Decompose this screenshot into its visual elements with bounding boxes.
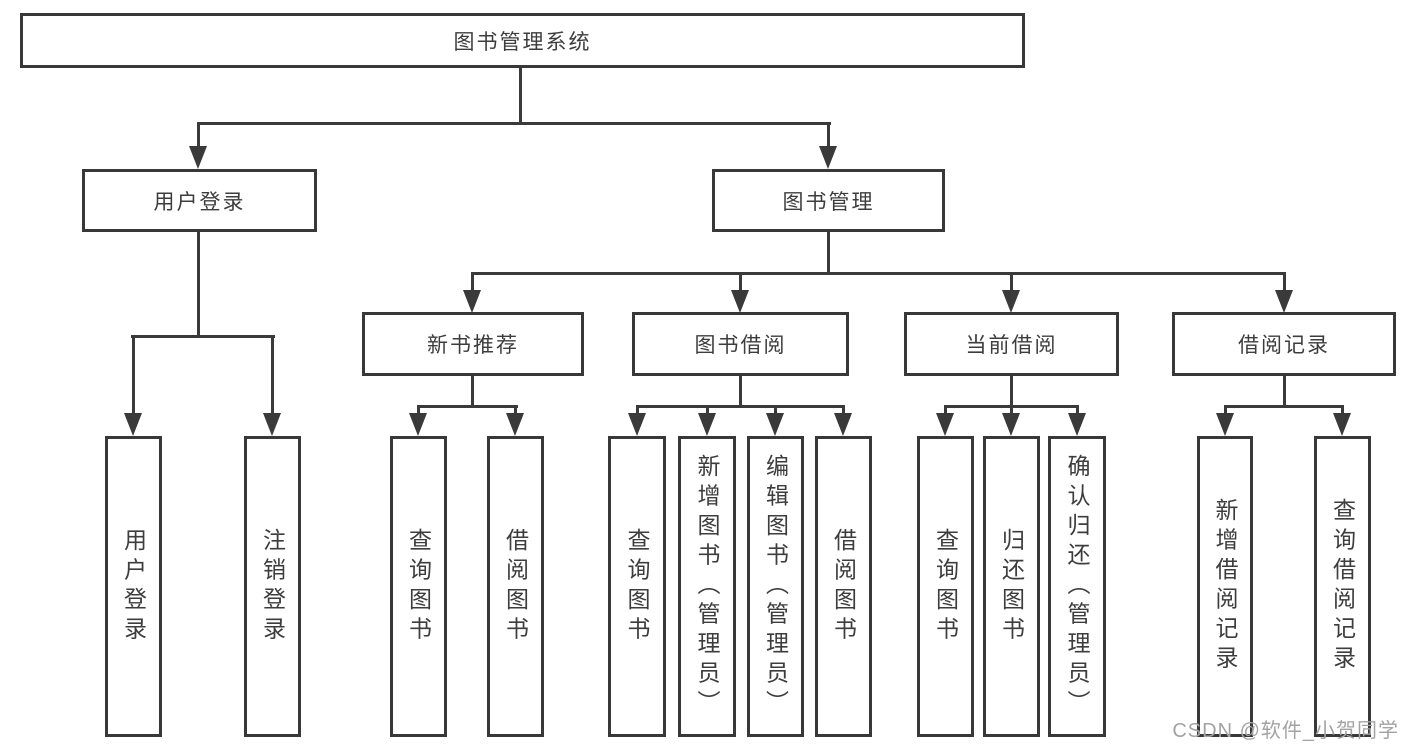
connector-vline <box>519 68 522 125</box>
arrow-down-icon <box>1068 413 1086 436</box>
connector-vline <box>1341 405 1344 419</box>
arrow-down-icon <box>1002 290 1020 313</box>
connector-vline <box>471 374 474 407</box>
connector-vline <box>471 272 474 296</box>
leaf-query-book-newbook: 查询图书 <box>390 436 447 737</box>
connector-hline <box>197 122 831 125</box>
leaf-borrow-book: 借阅图书 <box>815 436 872 737</box>
node-root: 图书管理系统 <box>20 13 1025 68</box>
arrow-down-icon <box>409 413 427 436</box>
leaf-confirm-return-admin: 确认归还（管理员） <box>1048 436 1106 737</box>
arrow-down-icon <box>819 146 837 169</box>
connector-hline <box>417 405 518 408</box>
connector-vline <box>1010 405 1013 419</box>
connector-hline <box>131 335 275 338</box>
leaf-add-borrow-record: 新增借阅记录 <box>1197 436 1253 737</box>
leaf-return-book: 归还图书 <box>983 436 1040 737</box>
arrow-down-icon <box>1002 413 1020 436</box>
leaf-user-login: 用户登录 <box>105 436 162 737</box>
arrow-down-icon <box>698 413 716 436</box>
connector-vline <box>827 122 830 148</box>
connector-vline <box>132 335 135 417</box>
arrow-down-icon <box>766 413 784 436</box>
arrow-down-icon <box>1275 290 1293 313</box>
connector-vline <box>774 405 777 419</box>
node-user-login: 用户登录 <box>82 169 317 232</box>
connector-vline <box>842 405 845 419</box>
arrow-down-icon <box>463 290 481 313</box>
connector-hline <box>1224 405 1344 408</box>
connector-vline <box>1076 405 1079 419</box>
connector-vline <box>1283 374 1286 407</box>
connector-hline <box>636 405 845 408</box>
connector-vline <box>944 405 947 419</box>
connector-vline <box>706 405 709 419</box>
leaf-edit-book-admin: 编辑图书（管理员） <box>747 436 804 737</box>
arrow-down-icon <box>628 413 646 436</box>
leaf-logout-login: 注销登录 <box>244 436 301 737</box>
leaf-query-borrow-record: 查询借阅记录 <box>1314 436 1371 737</box>
connector-vline <box>1224 405 1227 419</box>
node-new-book-recommend: 新书推荐 <box>362 312 584 376</box>
arrow-down-icon <box>936 413 954 436</box>
leaf-query-book-borrow: 查询图书 <box>608 436 666 737</box>
arrow-down-icon <box>124 413 142 436</box>
connector-vline <box>514 405 517 419</box>
connector-vline <box>1010 374 1013 407</box>
arrow-down-icon <box>834 413 852 436</box>
connector-vline <box>197 122 200 148</box>
node-book-management: 图书管理 <box>712 169 945 232</box>
connector-vline <box>271 335 274 417</box>
node-book-borrow: 图书借阅 <box>632 312 849 376</box>
arrow-down-icon <box>263 413 281 436</box>
arrow-down-icon <box>1333 413 1351 436</box>
node-borrow-records: 借阅记录 <box>1172 312 1396 376</box>
arrow-down-icon <box>1216 413 1234 436</box>
connector-vline <box>197 231 200 338</box>
connector-hline <box>471 272 1285 275</box>
connector-vline <box>636 405 639 419</box>
connector-vline <box>417 405 420 419</box>
leaf-add-book-admin: 新增图书（管理员） <box>678 436 736 737</box>
connector-vline <box>739 272 742 296</box>
connector-vline <box>1283 272 1286 296</box>
connector-vline <box>1010 272 1013 296</box>
node-current-borrow: 当前借阅 <box>904 312 1119 376</box>
arrow-down-icon <box>189 146 207 169</box>
connector-vline <box>827 231 830 275</box>
leaf-borrow-book-newbook: 借阅图书 <box>487 436 544 737</box>
arrow-down-icon <box>731 290 749 313</box>
leaf-query-book-current: 查询图书 <box>917 436 974 737</box>
connector-vline <box>739 374 742 407</box>
arrow-down-icon <box>506 413 524 436</box>
watermark: CSDN @软件_小贺同学 <box>1172 720 1399 742</box>
